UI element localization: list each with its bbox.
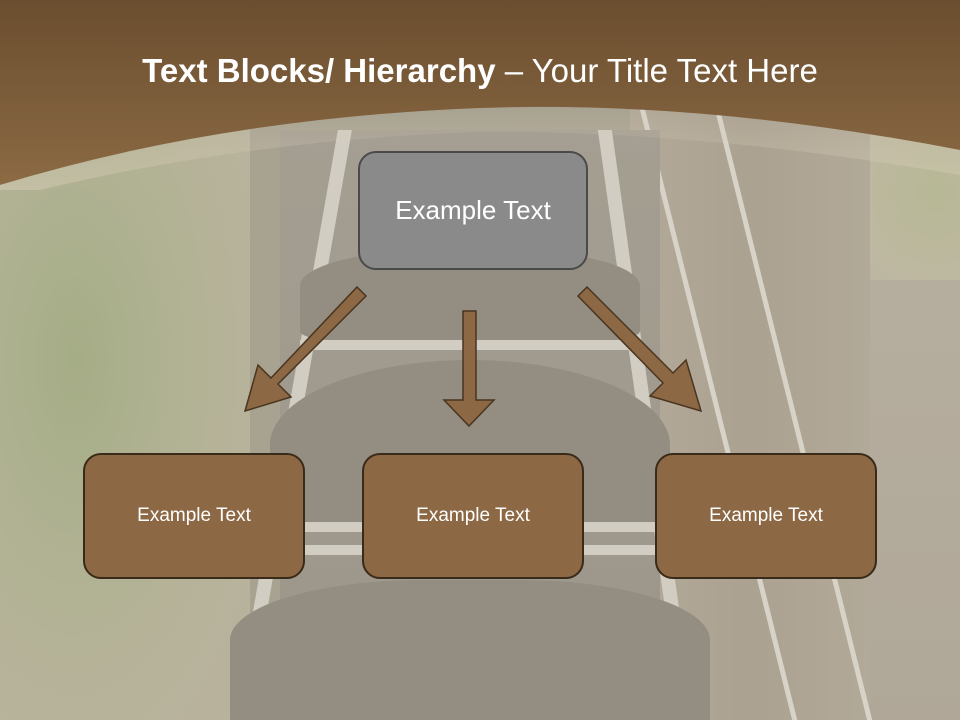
child-node-right: Example Text bbox=[655, 453, 877, 579]
root-node: Example Text bbox=[358, 151, 588, 270]
arrow-to-left-child bbox=[243, 285, 368, 413]
slide-title-rest: Your Title Text Here bbox=[531, 52, 818, 89]
slide-title-dash: – bbox=[495, 52, 532, 89]
root-node-label: Example Text bbox=[395, 195, 551, 225]
child-node-label: Example Text bbox=[416, 505, 530, 526]
coal-load-3 bbox=[230, 580, 710, 720]
slide-title: Text Blocks/ Hierarchy – Your Title Text… bbox=[0, 52, 960, 90]
vegetation-left bbox=[0, 120, 250, 720]
child-node-label: Example Text bbox=[709, 505, 823, 526]
arrow-to-middle-child bbox=[442, 310, 496, 428]
child-node-label: Example Text bbox=[137, 505, 251, 526]
arrow-to-right-child bbox=[576, 285, 703, 413]
slide-title-bold: Text Blocks/ Hierarchy bbox=[142, 52, 496, 89]
child-node-middle: Example Text bbox=[362, 453, 584, 579]
child-node-left: Example Text bbox=[83, 453, 305, 579]
header-band bbox=[0, 0, 960, 190]
